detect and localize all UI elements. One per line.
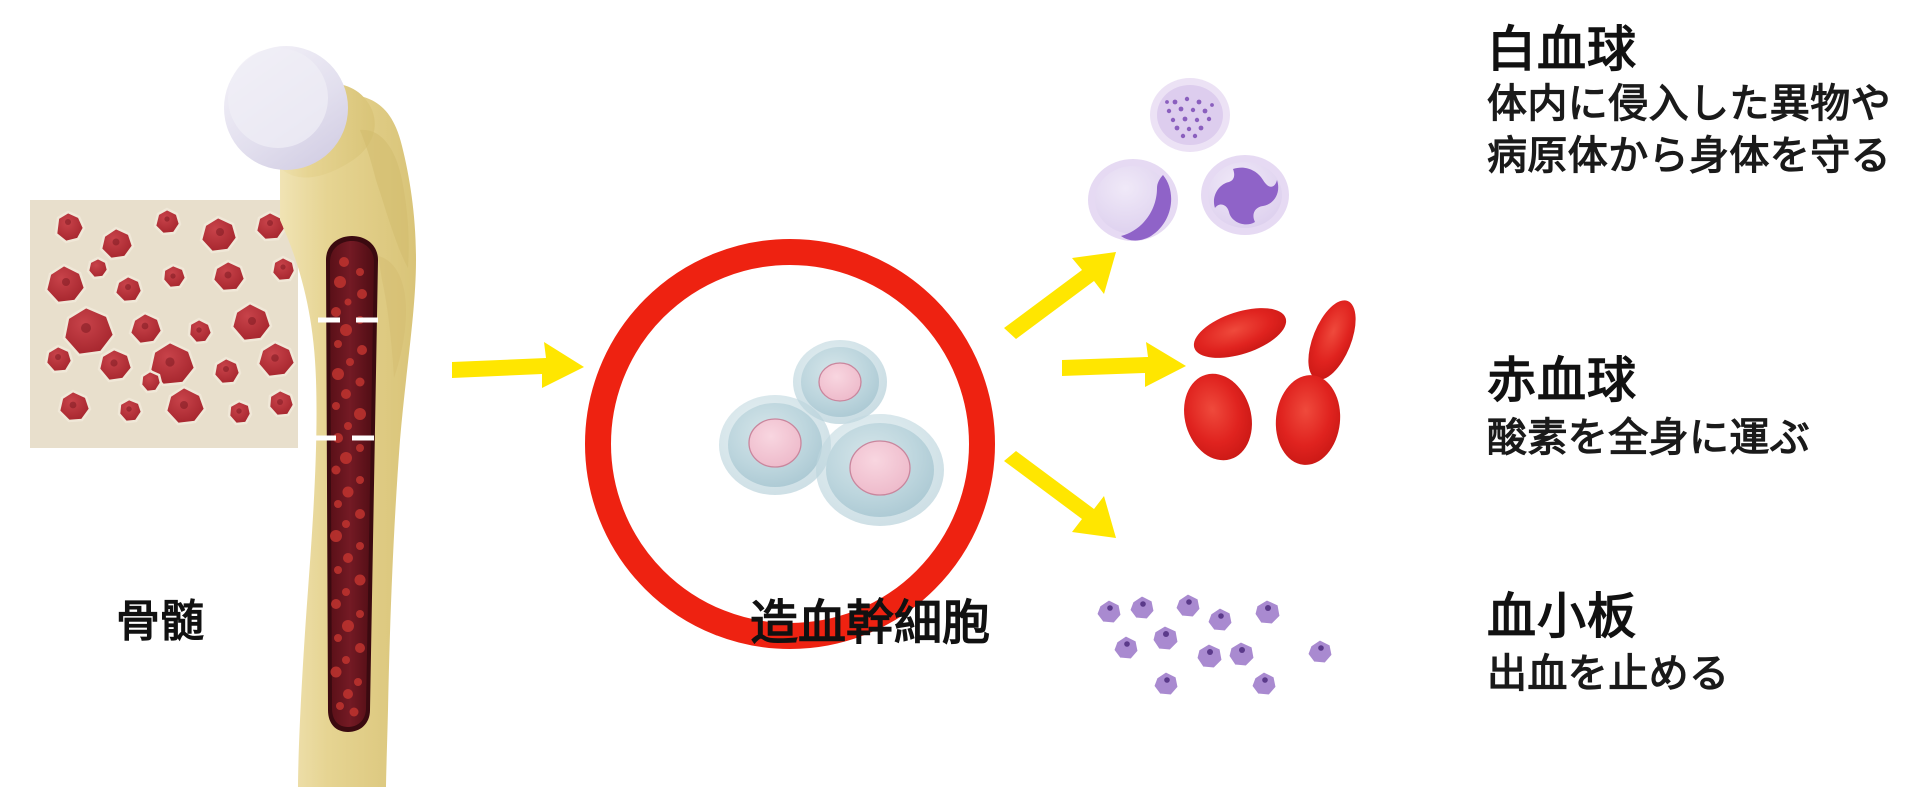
bone-marrow-tile — [30, 200, 298, 448]
crop-guide-line — [314, 317, 388, 441]
white-blood-cells — [1085, 70, 1305, 250]
platelet — [1196, 643, 1223, 669]
arrow-to-white-blood-cell — [1000, 230, 1120, 339]
arrow-to-red-blood-cell — [1060, 340, 1190, 398]
platelet-icon — [1096, 593, 1333, 696]
marrow-label: 骨髄 — [116, 597, 204, 646]
red-blood-cell — [1308, 300, 1356, 380]
arrow-to-platelet — [1000, 451, 1120, 565]
stem-cell — [793, 340, 887, 424]
red-blood-cell — [1193, 308, 1287, 358]
red-highlight-circle-icon — [585, 239, 995, 649]
white-blood-cell-description: 体内に侵入した異物や 病原体から身体を守る — [1487, 78, 1891, 182]
white-blood-cell-icon — [1088, 78, 1289, 241]
red-blood-cell — [1275, 375, 1341, 465]
platelet-description: 出血を止める — [1487, 648, 1729, 700]
red-blood-cell-description: 酸素を全身に運ぶ — [1487, 412, 1810, 464]
platelet — [1129, 595, 1155, 620]
wbc-desc-line-1: 体内に侵入した異物や — [1487, 82, 1891, 126]
rbc-desc-line-1: 酸素を全身に運ぶ — [1487, 416, 1811, 460]
platelet — [1307, 639, 1333, 664]
yellow-arrow-icon — [1062, 342, 1186, 387]
platelet-title: 血小板 — [1487, 590, 1637, 644]
bone-marrow-tile-icon — [30, 200, 298, 448]
white-blood-cell — [1150, 78, 1230, 152]
stem-cell-label: 造血幹細胞 — [749, 597, 990, 650]
platelet — [1096, 599, 1122, 624]
platelet — [1152, 625, 1179, 651]
platelet — [1207, 607, 1233, 632]
platelet — [1251, 671, 1277, 696]
hematopoietic-stem-cell-icon — [719, 340, 944, 526]
white-blood-cell-title: 白血球 — [1487, 23, 1637, 77]
white-blood-cell — [1201, 155, 1289, 235]
yellow-arrow-icon — [1004, 252, 1116, 339]
yellow-arrow-icon — [1004, 451, 1116, 538]
red-blood-cells — [1180, 285, 1380, 475]
white-blood-cell — [1088, 159, 1178, 241]
red-blood-cell-icon — [1184, 300, 1356, 465]
platelet — [1153, 671, 1179, 696]
plt-desc-line-1: 出血を止める — [1487, 652, 1730, 696]
wbc-desc-line-2: 病原体から身体を守る — [1487, 134, 1891, 178]
platelet — [1113, 635, 1139, 660]
stem-cell — [816, 414, 944, 526]
yellow-arrow-icon — [452, 342, 584, 388]
platelet — [1228, 641, 1255, 667]
stem-cell — [719, 395, 831, 495]
femur-bone — [210, 10, 470, 787]
red-blood-cell-title: 赤血球 — [1487, 354, 1637, 408]
hematopoietic-stem-cells — [719, 335, 970, 526]
arrow-marrow-to-stemcell — [450, 340, 590, 400]
platelet — [1175, 593, 1201, 618]
red-blood-cell — [1184, 373, 1252, 461]
stem-cell-highlight — [580, 234, 1000, 654]
platelets — [1095, 570, 1335, 700]
femur-bone-icon — [224, 46, 416, 787]
platelet — [1254, 599, 1281, 625]
